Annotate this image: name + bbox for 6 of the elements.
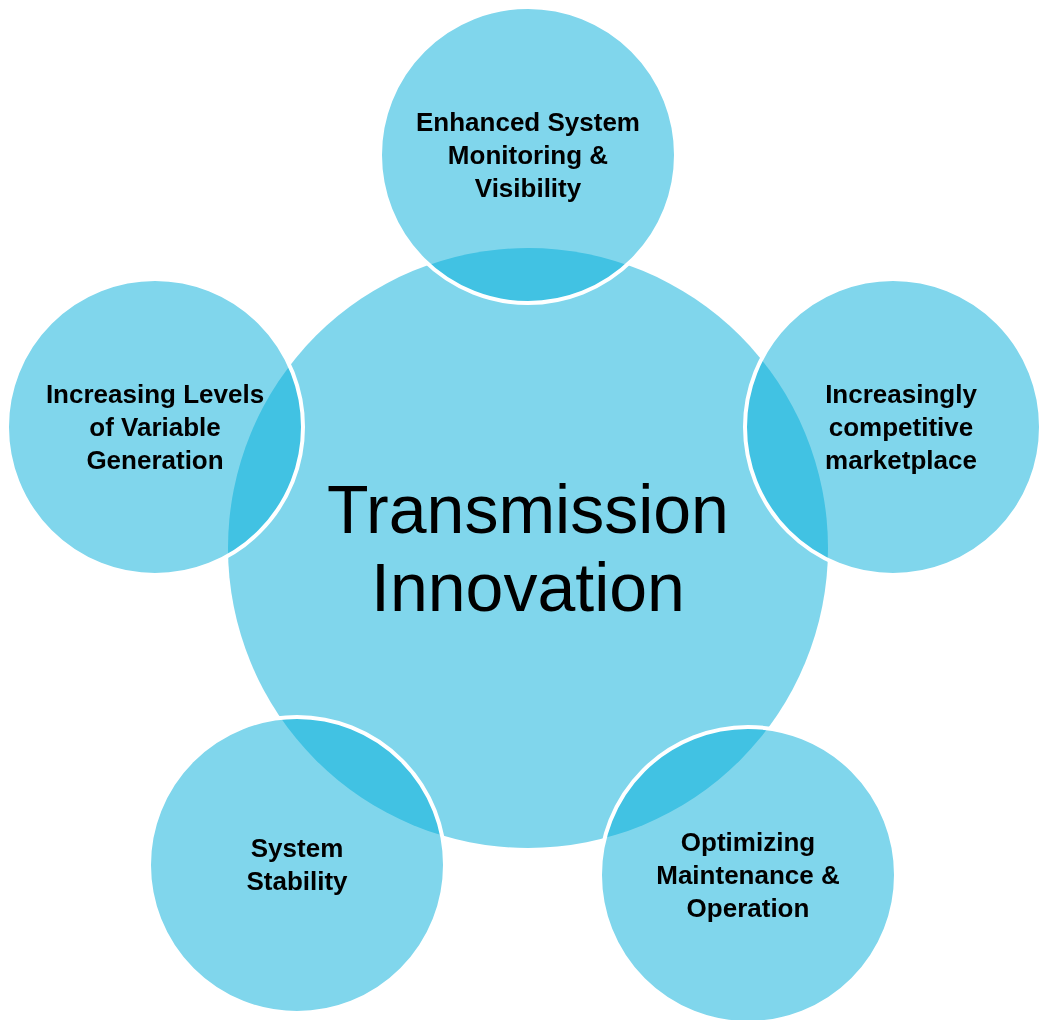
- topic-label: Enhanced System Monitoring & Visibility: [415, 105, 641, 205]
- topic-label: Increasing Levels of Variable Generation: [44, 377, 266, 477]
- topic-label: Optimizing Maintenance & Operation: [655, 825, 841, 925]
- topic-label: System Stability: [245, 832, 349, 898]
- topic-label: Increasingly competitive marketplace: [824, 377, 978, 477]
- center-title: Transmission Innovation: [326, 470, 730, 626]
